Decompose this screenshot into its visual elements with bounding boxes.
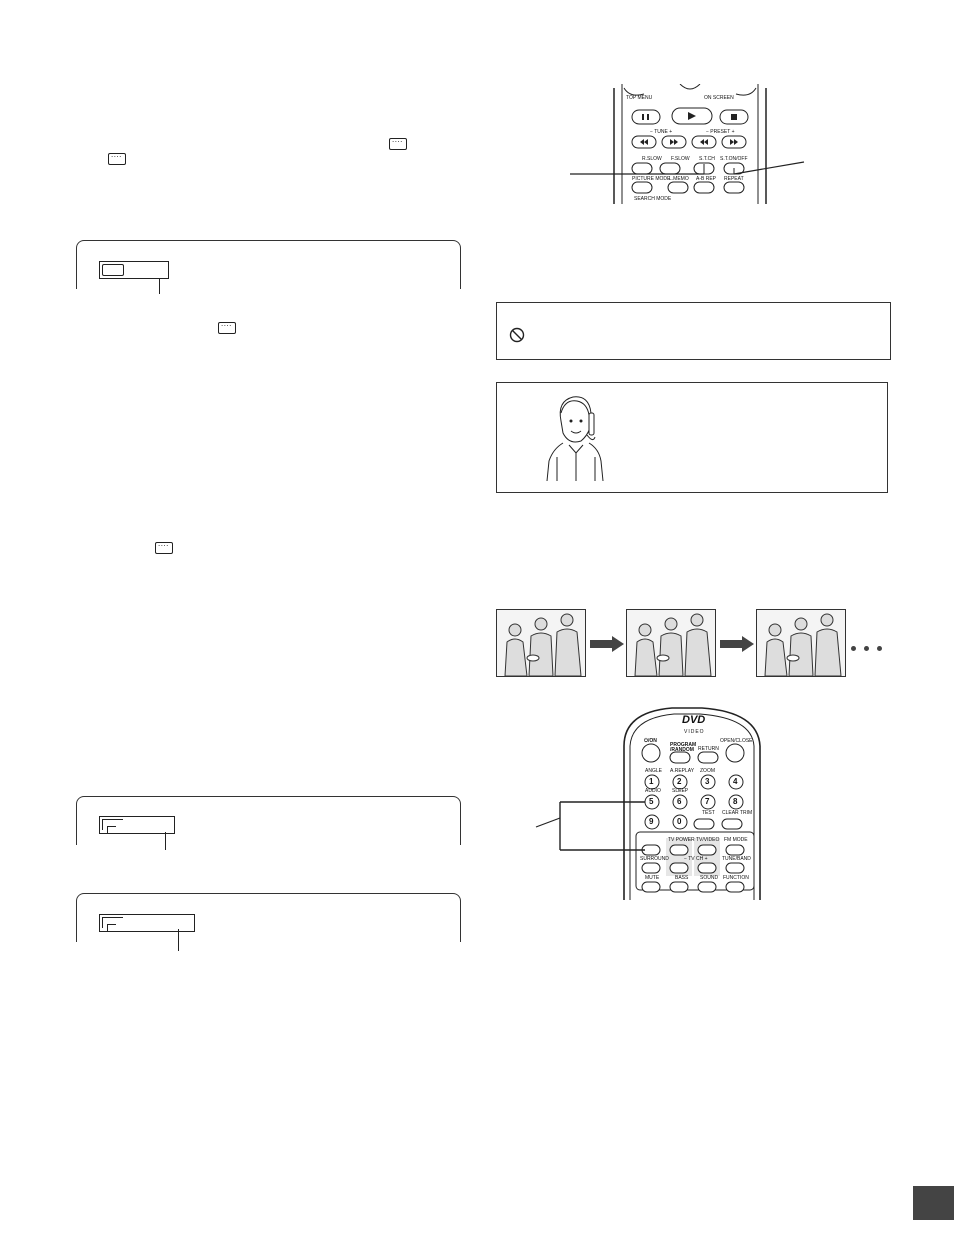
osd-field: [99, 816, 175, 834]
label-open-close: OPEN/CLOSE: [720, 738, 753, 744]
subtitle-symbol-icon: [389, 135, 407, 150]
label-sleep: SLEEP: [672, 788, 689, 794]
key-4: 4: [733, 777, 738, 786]
arrow-right-icon: [720, 636, 754, 652]
osd-display-panel: [76, 240, 461, 289]
label-stch: S.T.CH: [699, 156, 715, 162]
ellipsis-dots-icon: [851, 638, 890, 656]
label-on-screen: ON SCREEN: [704, 95, 734, 101]
osd-field: [99, 261, 169, 279]
label-lmemo: L.MEMO: [669, 176, 689, 182]
label-ston: S.T.ON/OFF: [720, 156, 748, 162]
label-test: TEST: [702, 810, 715, 816]
key-3: 3: [705, 777, 710, 786]
subtitle-symbol-icon: [108, 150, 126, 165]
scene-photo-1: [496, 609, 586, 677]
scene-photo-2: [626, 609, 716, 677]
label-on: ⏻/ON: [644, 738, 657, 744]
label-abrep: A-B REP: [696, 176, 717, 182]
label-zoom: ZOOM: [700, 768, 715, 774]
key-9: 9: [649, 817, 654, 826]
osd-field: [99, 914, 195, 932]
prohibited-notice-box: [496, 302, 891, 360]
label-audio: AUDIO: [645, 788, 661, 794]
prohibited-icon: [509, 327, 525, 343]
scene-photo-3: [756, 609, 846, 677]
audio-symbol-icon: [102, 819, 123, 833]
video-logo: VIDEO: [684, 729, 705, 735]
callout-line: [165, 832, 166, 850]
label-a-replay: A.REPLAY: [670, 768, 695, 774]
label-surround: SURROUND: [640, 856, 669, 862]
arrow-right-icon: [590, 636, 624, 652]
label-function: FUNCTION: [723, 875, 749, 881]
key-5: 5: [649, 797, 654, 806]
label-search-mode: SEARCH MODE: [634, 196, 672, 202]
key-6: 6: [677, 797, 682, 806]
label-tv-ch: − TV CH +: [684, 856, 708, 862]
subtitle-symbol-icon: [155, 539, 173, 554]
label-angle: ANGLE: [645, 768, 662, 774]
remote-top-illustration: [570, 84, 805, 204]
key-7: 7: [705, 797, 710, 806]
callout-line: [178, 929, 179, 951]
label-preset: − PRESET +: [706, 129, 735, 135]
key-0: 0: [677, 817, 682, 826]
label-return: RETURN: [698, 746, 719, 752]
label-top-menu: TOP MENU: [626, 95, 653, 101]
page-number-tab: [913, 1186, 954, 1220]
label-bass: BASS: [675, 875, 689, 881]
subtitle-symbol-icon: [218, 319, 236, 334]
osd-display-panel: [76, 893, 461, 942]
label-fm-mode: FM MODE: [724, 837, 748, 843]
subtitle-symbol-icon: [102, 264, 124, 276]
label-repeat: REPEAT: [724, 176, 744, 182]
label-tune-band: TUNE/BAND: [722, 856, 751, 862]
key-1: 1: [649, 777, 654, 786]
callout-line: [159, 278, 160, 294]
label-mute: MUTE: [645, 875, 660, 881]
label-clear-trim: CLEAR TRIM: [722, 810, 753, 816]
tip-box: [496, 382, 888, 493]
label-sound: SOUND: [700, 875, 719, 881]
person-on-phone-illustration: [546, 396, 604, 482]
label-program-random: PROGRAM /RANDOM: [670, 742, 697, 753]
dvd-logo: DVD: [682, 714, 706, 726]
key-8: 8: [733, 797, 738, 806]
remote-main-illustration: [535, 707, 761, 900]
label-tv-video: TV/VIDEO: [696, 837, 720, 843]
osd-display-panel: [76, 796, 461, 845]
key-2: 2: [677, 777, 682, 786]
label-picture-mode: PICTURE MODE: [632, 176, 671, 182]
audio-symbol-icon: [102, 917, 123, 931]
label-rslow: R.SLOW: [642, 156, 662, 162]
label-fslow: F.SLOW: [671, 156, 690, 162]
label-tune: − TUNE +: [650, 129, 673, 135]
label-tv-power: TV POWER: [668, 837, 695, 843]
